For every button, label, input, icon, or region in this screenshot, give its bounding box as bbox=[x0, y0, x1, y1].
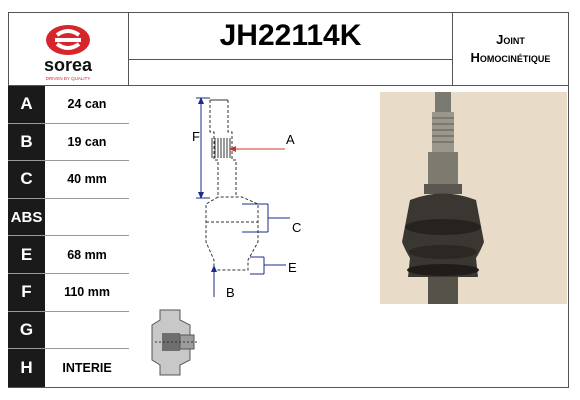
brand-logo-box: sorea DRIVEN BY QUALITY bbox=[8, 12, 129, 86]
label-b: B bbox=[226, 285, 235, 300]
spec-letter: C bbox=[8, 161, 45, 198]
spec-letter: A bbox=[8, 86, 45, 123]
spec-value: 68 mm bbox=[45, 236, 129, 273]
spec-letter: E bbox=[8, 236, 45, 273]
part-type: Joint Homocinétique bbox=[453, 13, 568, 85]
spec-letter: ABS bbox=[8, 198, 45, 236]
spec-row-f: F 110 mm bbox=[8, 273, 129, 312]
spec-value: 24 can bbox=[45, 86, 129, 123]
cross-section-diagram bbox=[150, 305, 200, 380]
part-type-line2: Homocinétique bbox=[470, 50, 551, 65]
spec-letter: H bbox=[8, 349, 45, 387]
brand-tagline: DRIVEN BY QUALITY bbox=[46, 76, 91, 81]
spec-row-h: H INTERIE bbox=[8, 349, 129, 387]
spec-table: A 24 can B 19 can C 40 mm ABS E 68 mm F … bbox=[8, 86, 129, 387]
label-c: C bbox=[292, 220, 301, 235]
spec-letter: G bbox=[8, 311, 45, 349]
brand-name: sorea bbox=[44, 55, 93, 75]
joint-outline-diagram: F B A C E bbox=[192, 97, 301, 300]
spec-value bbox=[45, 198, 129, 236]
spec-row-b: B 19 can bbox=[8, 123, 129, 162]
spec-value: 40 mm bbox=[45, 161, 129, 198]
product-photo bbox=[380, 92, 567, 304]
spec-row-a: A 24 can bbox=[8, 86, 129, 124]
part-type-box: Joint Homocinétique bbox=[452, 12, 569, 86]
spec-row-abs: ABS bbox=[8, 198, 129, 237]
brand-logo: sorea DRIVEN BY QUALITY bbox=[44, 25, 93, 81]
spec-value: 110 mm bbox=[45, 273, 129, 311]
technical-diagram: F B A C E bbox=[140, 92, 340, 312]
spec-value: 19 can bbox=[45, 123, 129, 161]
spec-letter: B bbox=[8, 123, 45, 161]
label-f: F bbox=[192, 129, 200, 144]
label-a: A bbox=[286, 132, 295, 147]
label-e: E bbox=[288, 260, 297, 275]
spec-row-g: G bbox=[8, 311, 129, 350]
spec-letter: F bbox=[8, 273, 45, 311]
spec-row-c: C 40 mm bbox=[8, 161, 129, 199]
spec-value: INTERIE bbox=[45, 349, 129, 387]
part-code: JH22114K bbox=[129, 13, 452, 60]
spec-value bbox=[45, 311, 129, 349]
part-type-line1: Joint bbox=[496, 32, 525, 47]
part-code-box: JH22114K bbox=[128, 12, 453, 86]
spec-row-e: E 68 mm bbox=[8, 236, 129, 274]
